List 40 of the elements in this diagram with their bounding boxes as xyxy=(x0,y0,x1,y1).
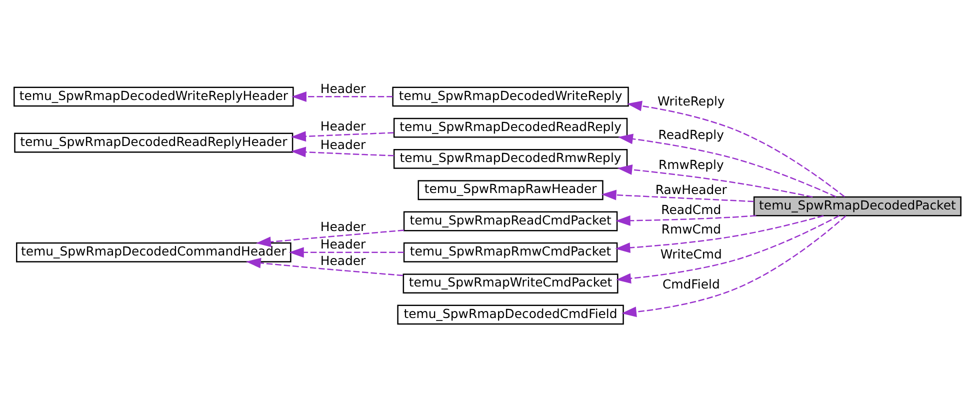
node-box: temu_SpwRmapDecodedWriteReplyHeader xyxy=(14,86,294,107)
arrow xyxy=(618,134,836,198)
node-box: temu_SpwRmapDecodedReadReply xyxy=(393,118,628,138)
arrow xyxy=(615,215,756,226)
node-box: temu_SpwRmapWriteCmdPacket xyxy=(402,274,618,294)
arrow xyxy=(290,131,394,142)
arrow xyxy=(256,230,404,248)
edge-label: Header xyxy=(320,137,366,152)
node-box: temu_SpwRmapDecodedPacket xyxy=(753,196,962,216)
edge-label: ReadReply xyxy=(658,127,724,142)
edge-label: RmwCmd xyxy=(661,222,721,237)
node-box: temu_SpwRmapRawHeader xyxy=(418,180,604,200)
node-box: temu_SpwRmapDecodedReadReplyHeader xyxy=(14,132,294,153)
edge-label: Header xyxy=(320,236,366,252)
edge-label: RawHeader xyxy=(655,182,727,197)
node-box: temu_SpwRmapRmwCmdPacket xyxy=(403,242,618,262)
edge-label: Header xyxy=(320,252,366,268)
edge-label: CmdField xyxy=(662,276,720,292)
arrow xyxy=(292,91,393,102)
arrow xyxy=(626,100,845,198)
arrow xyxy=(246,258,404,276)
arrow xyxy=(622,215,846,318)
edge-label: ReadCmd xyxy=(661,202,722,217)
arrow xyxy=(617,164,813,198)
edge-label: WriteReply xyxy=(658,93,725,108)
node-box: temu_SpwRmapDecodedCommandHeader xyxy=(16,242,292,262)
node-box: temu_SpwRmapDecodedRmwReply xyxy=(393,149,628,169)
arrow xyxy=(616,215,840,284)
arrow xyxy=(290,146,394,158)
edge-label: RmwReply xyxy=(658,156,724,172)
node-box: temu_SpwRmapDecodedWriteReply xyxy=(392,86,629,107)
arrow xyxy=(601,190,754,202)
edge-label: WriteCmd xyxy=(660,246,722,262)
edge-label: Header xyxy=(320,80,366,96)
arrow xyxy=(615,215,824,253)
arrow xyxy=(288,247,404,258)
node-box: temu_SpwRmapReadCmdPacket xyxy=(403,211,618,232)
node-box: temu_SpwRmapDecodedCmdField xyxy=(397,304,624,325)
edge-label: Header xyxy=(320,118,366,134)
edge-label: Header xyxy=(320,219,366,234)
